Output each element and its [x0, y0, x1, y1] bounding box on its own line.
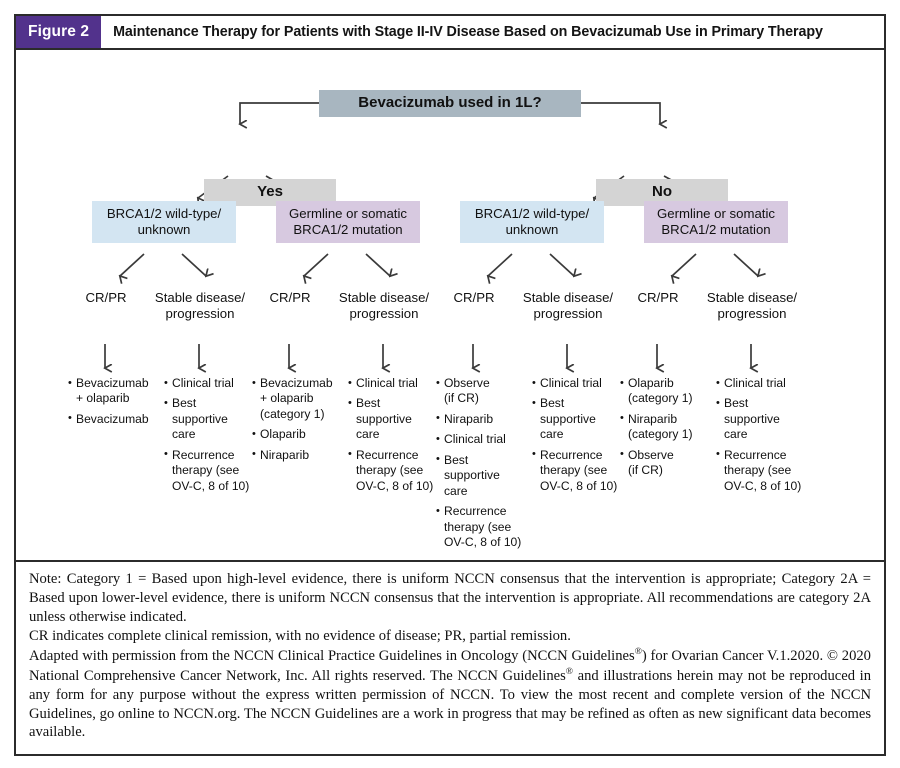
recommendation-item: Clinical trial [532, 375, 624, 391]
footnote-divider [16, 560, 884, 562]
footnote-credit-part1: Adapted with permission from the NCCN Cl… [29, 647, 635, 664]
node-genotype-wildtype-yes[interactable]: BRCA1/2 wild-type/ unknown [92, 201, 236, 243]
label-response-crpr-2: CR/PR [269, 290, 311, 305]
footnote-credit-part2: ) for Ovarian Cancer V.1.2020. © 2020 Na… [29, 647, 871, 684]
recommendation-column: Observe (if CR) NiraparibClinical trialBe… [436, 376, 528, 556]
node-genotype-wildtype-no[interactable]: BRCA1/2 wild-type/ unknown [460, 201, 604, 243]
figure-number-badge: Figure 2 [16, 16, 102, 48]
node-root-question[interactable]: Bevacizumab used in 1L? [319, 90, 581, 117]
footnote-note: Note: Category 1 = Based upon high-level… [29, 571, 871, 625]
figure-header: Figure 2 Maintenance Therapy for Patient… [16, 16, 884, 50]
recommendation-column: Clinical trialBest supportive careRecurr… [164, 375, 256, 499]
recommendation-column: Olaparib (category 1) Niraparib (category… [620, 376, 712, 484]
recommendation-item: Observe (if CR) [620, 447, 712, 479]
label-response-crpr-1: CR/PR [85, 290, 127, 305]
recommendation-item: Bevacizumab [68, 411, 160, 427]
recommendation-column: Bevacizumab + olaparib (category 1) Olapa… [252, 375, 344, 468]
recommendation-item: Recurrence therapy (see OV-C, 8 of 10) [436, 504, 528, 550]
label-response-crpr-4: CR/PR [637, 290, 679, 305]
recommendation-item: Bevacizumab + olaparib [68, 376, 160, 407]
recommendation-item: Recurrence therapy (see OV-C, 8 of 10) [716, 447, 808, 494]
recommendation-item: Best supportive care [716, 396, 808, 442]
registered-mark-2: ® [565, 666, 573, 677]
recommendation-item: Best supportive care [164, 396, 256, 442]
recommendation-item: Best supportive care [348, 396, 440, 442]
recommendation-item: Clinical trial [348, 375, 440, 391]
recommendation-item: Clinical trial [436, 432, 528, 447]
recommendation-item: Best supportive care [436, 452, 528, 499]
recommendation-column: Clinical trialBest supportive careRecurr… [348, 375, 440, 499]
recommendation-item: Niraparib [252, 447, 344, 463]
recommendation-item: Olaparib [252, 427, 344, 442]
recommendation-column: Bevacizumab + olaparibBevacizumab [68, 376, 160, 432]
recommendation-item: Recurrence therapy (see OV-C, 8 of 10) [532, 447, 624, 494]
footnote-credit: Adapted with permission from the NCCN Cl… [29, 646, 871, 743]
recommendation-item: Clinical trial [716, 375, 808, 391]
flowchart-area: Bevacizumab used in 1L? Yes No BRCA1/2 w… [16, 50, 884, 560]
recommendation-item: Niraparib [436, 411, 528, 427]
recommendation-item: Best supportive care [532, 396, 624, 442]
footnote-credit-part3: and illustrations herein may not be repr… [29, 667, 871, 741]
label-response-stable-3: Stable disease/ progression [522, 290, 614, 321]
recommendation-item: Niraparib (category 1) [620, 411, 712, 443]
recommendation-item: Clinical trial [164, 375, 256, 391]
figure-title: Maintenance Therapy for Patients with St… [113, 24, 823, 40]
figure-frame: Figure 2 Maintenance Therapy for Patient… [14, 14, 886, 756]
label-response-stable-4: Stable disease/ progression [706, 290, 798, 321]
recommendation-item: Bevacizumab + olaparib (category 1) [252, 375, 344, 422]
registered-mark-1: ® [634, 646, 642, 657]
node-genotype-mutation-no[interactable]: Germline or somatic BRCA1/2 mutation [644, 201, 788, 243]
label-response-stable-1: Stable disease/ progression [154, 290, 246, 321]
node-genotype-mutation-yes[interactable]: Germline or somatic BRCA1/2 mutation [276, 201, 420, 243]
label-response-stable-2: Stable disease/ progression [338, 290, 430, 321]
recommendation-column: Clinical trialBest supportive careRecurr… [532, 375, 624, 499]
label-response-crpr-3: CR/PR [453, 290, 495, 305]
recommendation-item: Observe (if CR) [436, 376, 528, 407]
recommendation-item: Recurrence therapy (see OV-C, 8 of 10) [348, 447, 440, 494]
footnote-block: Note: Category 1 = Based upon high-level… [16, 562, 884, 742]
recommendation-item: Recurrence therapy (see OV-C, 8 of 10) [164, 447, 256, 494]
recommendation-item: Olaparib (category 1) [620, 376, 712, 407]
recommendation-column: Clinical trialBest supportive careRecurr… [716, 375, 808, 499]
footnote-abbreviations: CR indicates complete clinical remission… [29, 627, 571, 644]
